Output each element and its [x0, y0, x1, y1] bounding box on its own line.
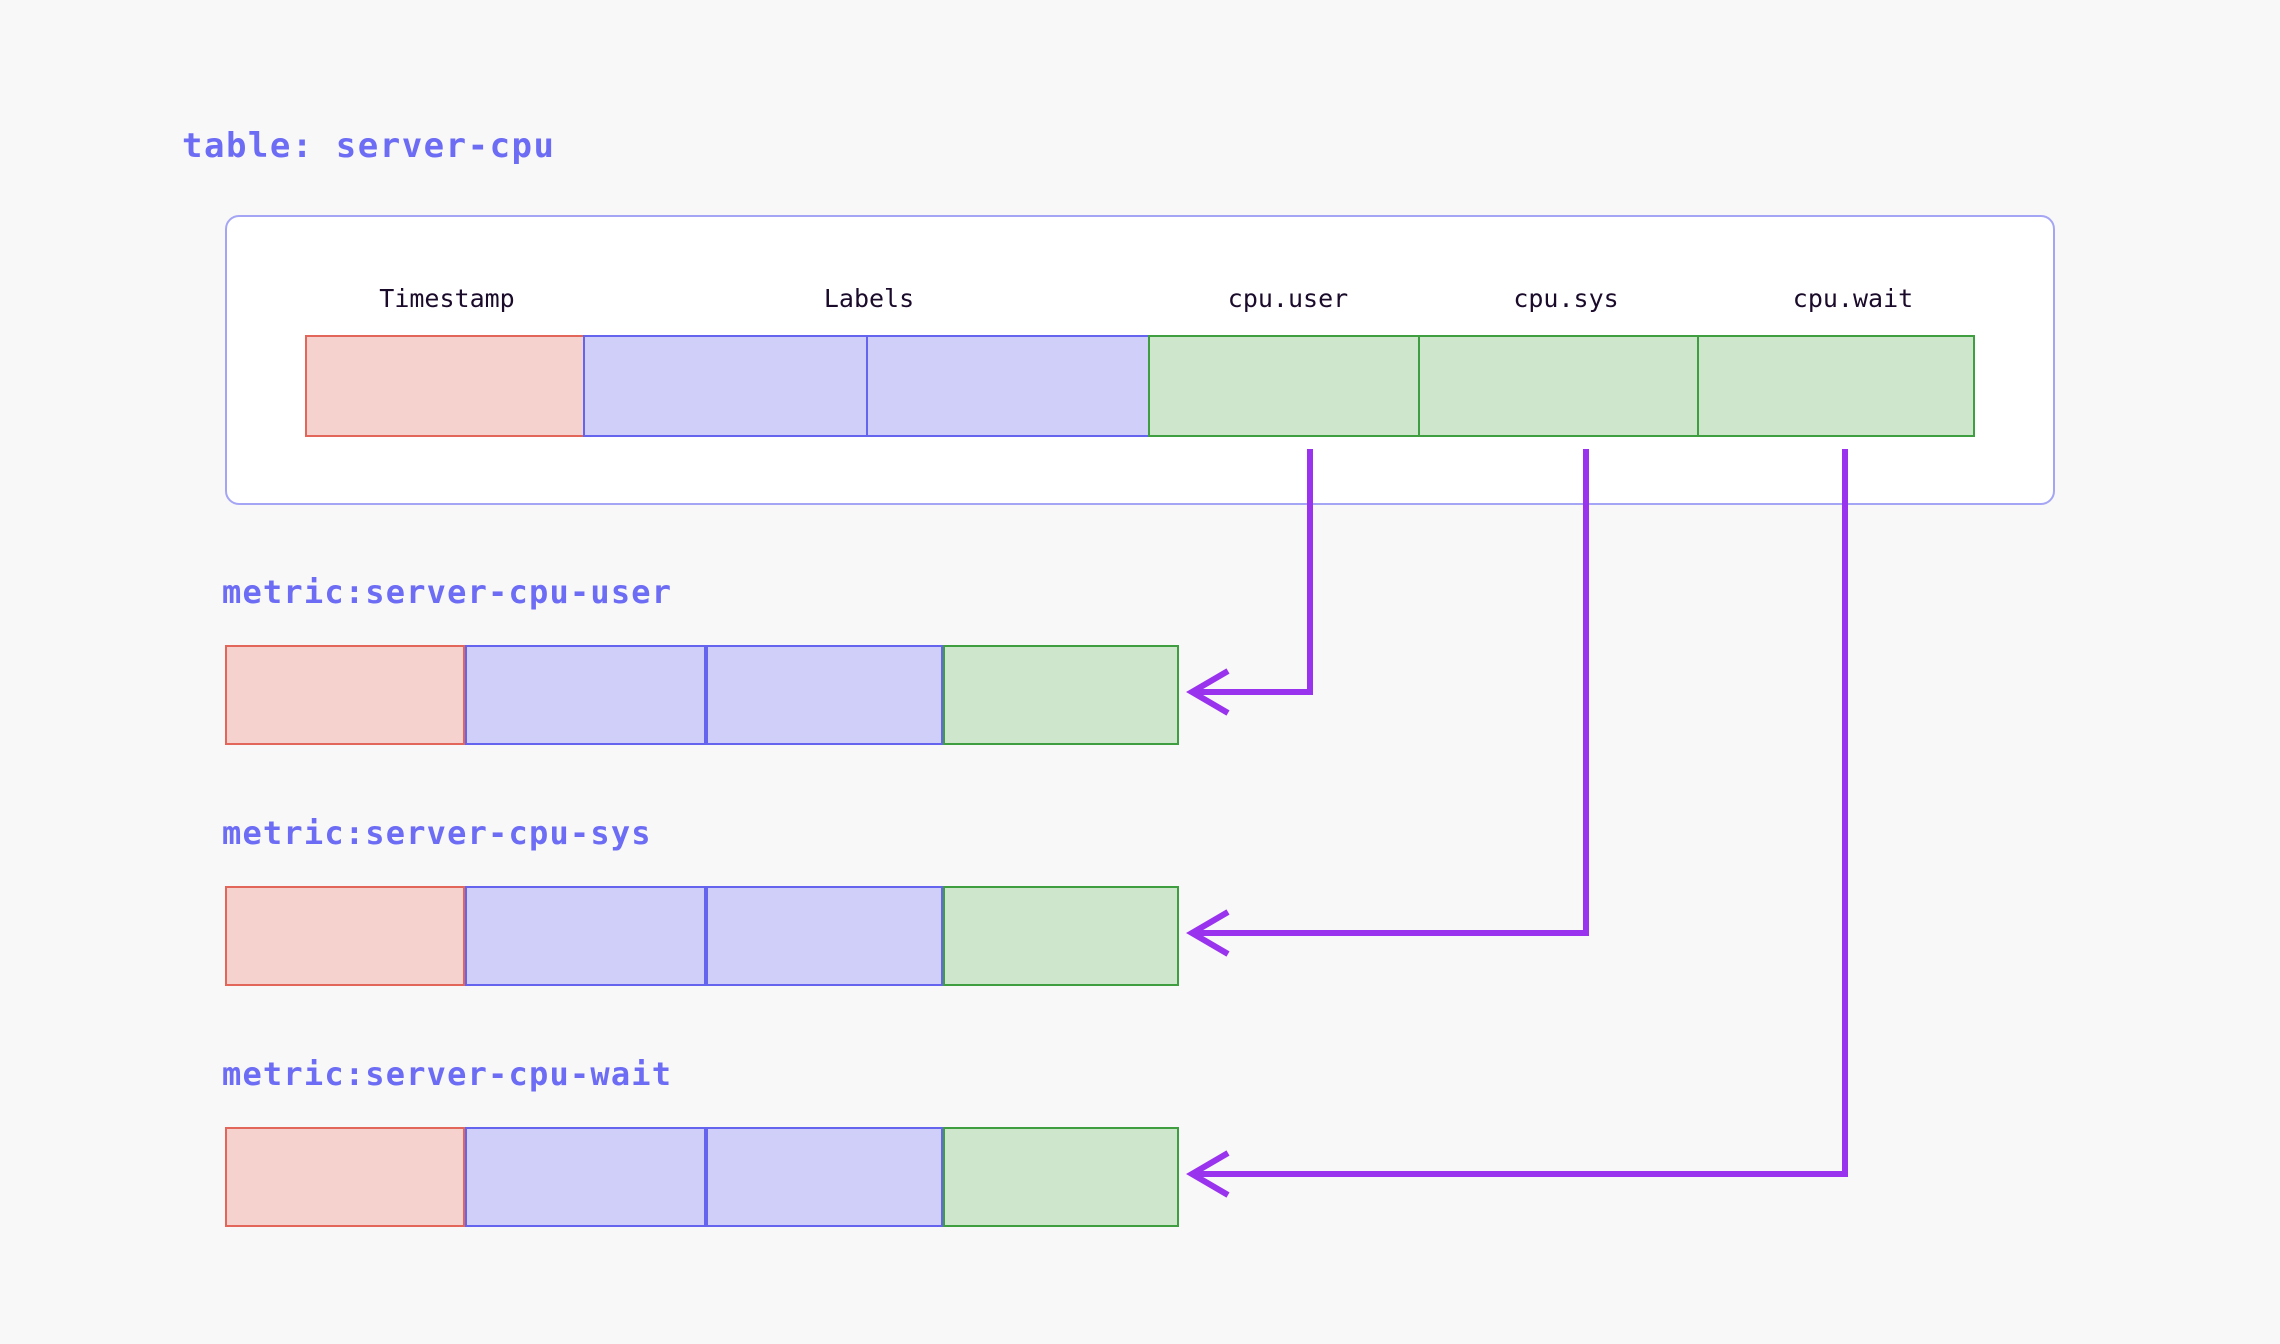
table-cell-timestamp[interactable]: [305, 335, 585, 437]
metric-wait-cell-label-1[interactable]: [465, 1127, 706, 1227]
metric-title-server-cpu-sys: metric:server-cpu-sys: [222, 814, 652, 852]
metric-wait-cell-value[interactable]: [943, 1127, 1179, 1227]
table-cell-cpu-user[interactable]: [1148, 335, 1420, 437]
metric-title-server-cpu-user: metric:server-cpu-user: [222, 573, 673, 611]
column-header-labels: Labels: [823, 284, 915, 313]
table-cell-cpu-sys[interactable]: [1418, 335, 1699, 437]
metric-sys-cell-value[interactable]: [943, 886, 1179, 986]
metric-user-cell-value[interactable]: [943, 645, 1179, 745]
metric-user-cell-timestamp[interactable]: [225, 645, 465, 745]
metric-sys-cell-timestamp[interactable]: [225, 886, 465, 986]
column-header-cpu-user: cpu.user: [1227, 284, 1349, 313]
metric-user-cell-label-2[interactable]: [706, 645, 943, 745]
table-cell-label-1[interactable]: [583, 335, 868, 437]
connector-cpu-sys: [1186, 449, 1589, 957]
metric-wait-cell-label-2[interactable]: [706, 1127, 943, 1227]
connector-cpu-wait: [1186, 449, 1848, 1198]
metric-title-server-cpu-wait: metric:server-cpu-wait: [222, 1055, 673, 1093]
metric-sys-cell-label-2[interactable]: [706, 886, 943, 986]
metric-sys-cell-label-1[interactable]: [465, 886, 706, 986]
metric-user-cell-label-1[interactable]: [465, 645, 706, 745]
metric-wait-cell-timestamp[interactable]: [225, 1127, 465, 1227]
table-title: table: server-cpu: [182, 126, 556, 166]
column-header-cpu-sys: cpu.sys: [1513, 284, 1619, 313]
table-cell-cpu-wait[interactable]: [1697, 335, 1975, 437]
column-header-cpu-wait: cpu.wait: [1792, 284, 1914, 313]
column-header-timestamp: Timestamp: [379, 284, 515, 313]
table-cell-label-2[interactable]: [866, 335, 1150, 437]
